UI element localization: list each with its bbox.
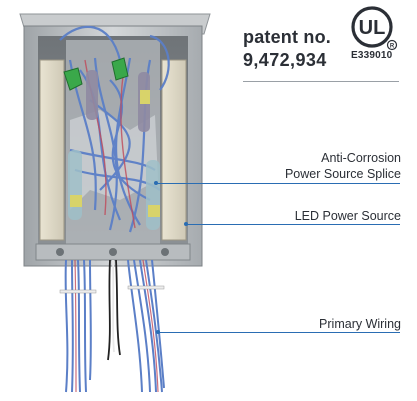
callout-led-power-source: LED Power Source [295,208,401,224]
patent-block: patent no. 9,472,934 [243,27,331,71]
power-source-box-photo [19,13,211,393]
led-power-source-right [161,59,187,241]
callout-splice-dot [154,181,158,185]
divider [243,81,399,82]
callout-wiring-line1: Primary Wiring [319,317,401,331]
patent-number: 9,472,934 [243,50,327,70]
led-power-source-left [39,59,65,241]
callout-primary-wiring: Primary Wiring [319,316,401,332]
ul-file-number: E339010 [351,50,393,61]
ul-listed-logo: UL R [350,3,398,51]
splice-tubes [68,70,160,230]
callout-wiring-dot [156,330,160,334]
callout-splice: Anti-Corrosion Power Source Splice [285,150,401,182]
callout-led-line1: LED Power Source [294,209,401,223]
callout-splice-line1: Anti-Corrosion [321,151,401,165]
callout-led-leader [186,224,400,225]
callout-splice-leader [156,183,400,184]
callout-wiring-leader [158,332,400,333]
svg-text:R: R [390,44,395,50]
callout-splice-line2: Power Source Splice [284,167,401,181]
wire-nuts [63,57,129,91]
svg-text:UL: UL [359,17,386,39]
patent-label: patent no. [243,27,331,47]
callout-led-dot [184,222,188,226]
